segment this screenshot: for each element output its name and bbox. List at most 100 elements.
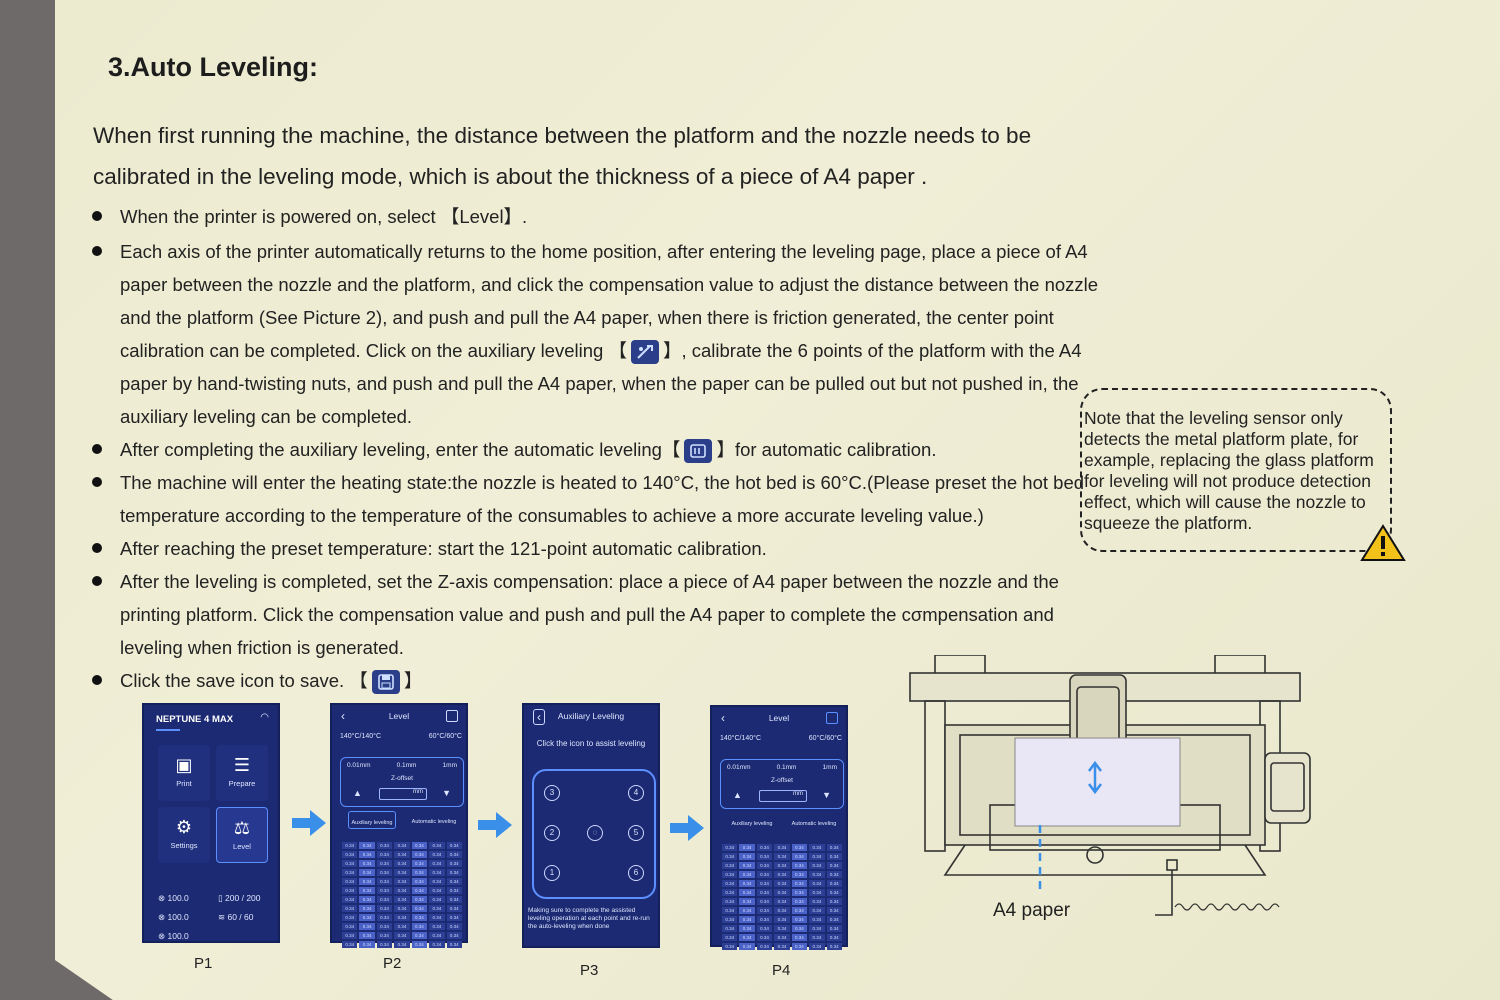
- mesh-cell: 0.34: [791, 862, 808, 869]
- mesh-cell: 0.34: [739, 943, 755, 950]
- mesh-cell: 0.34: [394, 878, 410, 885]
- tile-print[interactable]: ▣Print: [158, 745, 210, 801]
- automatic-leveling-button[interactable]: Automatic leveling: [411, 819, 457, 825]
- mesh-cell: 0.34: [429, 941, 445, 948]
- mesh-cell: 0.34: [429, 878, 445, 885]
- mesh-cell: 0.34: [446, 860, 462, 867]
- save-icon[interactable]: [446, 710, 458, 722]
- mesh-cell: 0.34: [429, 932, 445, 939]
- auxiliary-leveling-button[interactable]: Auxiliary leveling: [731, 821, 773, 827]
- tile-settings[interactable]: ⚙Settings: [158, 807, 210, 863]
- step-option[interactable]: 0.01mm: [347, 762, 371, 769]
- screen-footer: Making sure to complete the assisted lev…: [528, 907, 650, 930]
- mesh-cell: 0.34: [376, 914, 393, 921]
- z-offset-input[interactable]: mm: [379, 788, 427, 800]
- mesh-cell: 0.34: [756, 916, 773, 923]
- mesh-cell: 0.34: [359, 842, 375, 849]
- mesh-cell: 0.34: [826, 853, 842, 860]
- mesh-cell: 0.34: [791, 907, 808, 914]
- mesh-cell: 0.34: [774, 943, 790, 950]
- point-6[interactable]: 6: [628, 865, 644, 881]
- mesh-cell: 0.34: [774, 934, 790, 941]
- up-arrow-icon[interactable]: ▲: [733, 790, 742, 800]
- mesh-cell: 0.34: [826, 934, 842, 941]
- step-option[interactable]: 1mm: [822, 764, 837, 771]
- mesh-cell: 0.34: [411, 923, 428, 930]
- mesh-cell: 0.34: [809, 907, 825, 914]
- screen-title: Level: [768, 713, 790, 723]
- mesh-cell: 0.34: [791, 880, 808, 887]
- mesh-cell: 0.34: [342, 878, 358, 885]
- stat-value: 100.0: [167, 912, 189, 922]
- mesh-cell: 0.34: [809, 934, 825, 941]
- step-option[interactable]: 0.1mm: [776, 764, 797, 771]
- list-item: After reaching the preset temperature: s…: [80, 532, 1110, 565]
- stat-value: 100.0: [167, 893, 189, 903]
- mesh-cell: 0.34: [394, 896, 410, 903]
- screen-p2-level: ‹ Level 140°C/140°C 60°C/60°C 0.01mm 0.1…: [330, 703, 468, 948]
- mesh-cell: 0.34: [791, 889, 808, 896]
- bullet-text: After the leveling is completed, set the…: [120, 571, 1059, 658]
- up-arrow-icon[interactable]: ▲: [353, 788, 362, 798]
- z-offset-input[interactable]: mm: [759, 790, 807, 802]
- point-1[interactable]: 1: [544, 865, 560, 881]
- mesh-cell: 0.34: [342, 923, 358, 930]
- back-icon[interactable]: ‹: [721, 711, 725, 725]
- step-option[interactable]: 1mm: [442, 762, 457, 769]
- step-option[interactable]: 0.1mm: [396, 762, 417, 769]
- step-option[interactable]: 0.01mm: [727, 764, 751, 771]
- mesh-cell: 0.34: [359, 914, 375, 921]
- bullet-text: The machine will enter the heating state…: [120, 472, 1085, 526]
- brand-name: NEPTUNE 4 MAX: [156, 714, 234, 725]
- mesh-cell: 0.34: [359, 887, 375, 894]
- mesh-cell: 0.34: [411, 896, 428, 903]
- point-2[interactable]: 2: [544, 825, 560, 841]
- automatic-leveling-button[interactable]: Automatic leveling: [791, 821, 837, 827]
- mesh-cell: 0.34: [359, 905, 375, 912]
- mesh-cell: 0.34: [722, 844, 738, 851]
- down-arrow-icon[interactable]: ▼: [442, 788, 451, 798]
- mesh-cell: 0.34: [394, 860, 410, 867]
- mesh-cell: 0.34: [739, 844, 755, 851]
- mesh-cell: 0.34: [791, 853, 808, 860]
- mesh-cell: 0.34: [722, 925, 738, 932]
- bullet-text: After completing the auxiliary leveling,…: [120, 439, 681, 460]
- point-3[interactable]: 3: [544, 785, 560, 801]
- mesh-cell: 0.34: [342, 887, 358, 894]
- mesh-cell: 0.34: [342, 842, 358, 849]
- mesh-cell: 0.34: [394, 842, 410, 849]
- down-arrow-icon[interactable]: ▼: [822, 790, 831, 800]
- stat-value: 60 / 60: [227, 912, 254, 922]
- mesh-cell: 0.34: [429, 923, 445, 930]
- tile-prepare[interactable]: ☰Prepare: [216, 745, 268, 801]
- mesh-cell: 0.34: [739, 862, 755, 869]
- mesh-cell: 0.34: [411, 851, 428, 858]
- tile-label: Level: [233, 842, 251, 851]
- mesh-cell: 0.34: [411, 914, 428, 921]
- tile-level[interactable]: ⚖Level: [216, 807, 268, 863]
- back-icon[interactable]: ‹: [533, 709, 545, 725]
- point-5[interactable]: 5: [628, 825, 644, 841]
- temp-row: 140°C/140°C 60°C/60°C: [340, 733, 462, 740]
- mesh-cell: 0.34: [826, 907, 842, 914]
- mesh-cell: 0.34: [826, 889, 842, 896]
- save-icon: [371, 670, 400, 695]
- auxiliary-leveling-button[interactable]: Auxiliary leveling: [348, 811, 396, 829]
- center-point-icon[interactable]: ◌: [587, 825, 603, 841]
- picture-label: P1: [194, 955, 213, 972]
- mesh-cell: 0.34: [411, 878, 428, 885]
- auxiliary-leveling-icon: [630, 340, 659, 365]
- mesh-cell: 0.34: [359, 896, 375, 903]
- mesh-cell: 0.34: [359, 878, 375, 885]
- back-icon[interactable]: ‹: [341, 709, 345, 723]
- list-item: After the leveling is completed, set the…: [80, 565, 1110, 664]
- mesh-cell: 0.34: [756, 880, 773, 887]
- point-4[interactable]: 4: [628, 785, 644, 801]
- save-icon[interactable]: [826, 712, 838, 724]
- mesh-cell: 0.34: [342, 941, 358, 948]
- mesh-cell: 0.34: [446, 914, 462, 921]
- bullet-text: 】: [403, 670, 423, 691]
- mesh-cell: 0.34: [342, 869, 358, 876]
